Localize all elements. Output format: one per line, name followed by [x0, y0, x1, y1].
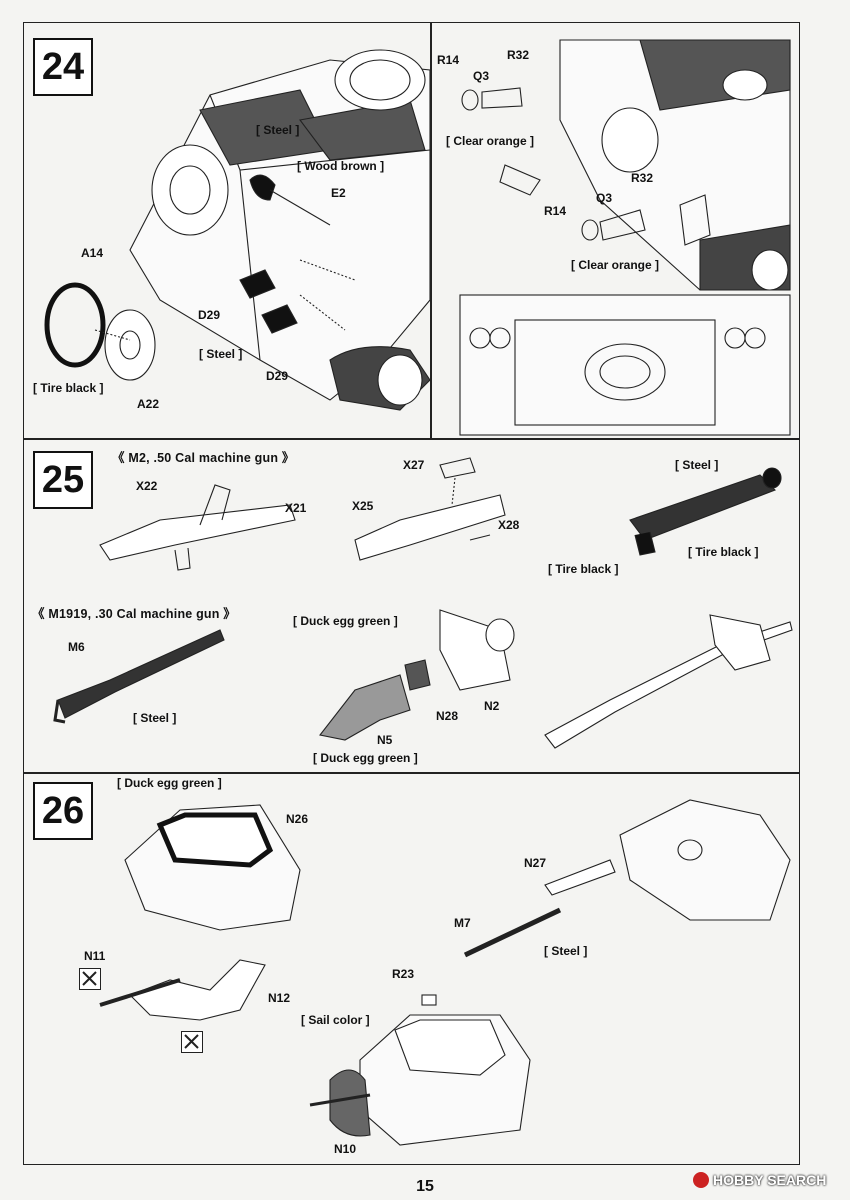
paint-callout-duck-egg-green: [ Duck egg green ]: [313, 751, 418, 765]
part-label-d29: D29: [198, 308, 221, 322]
divider-step25: [23, 772, 800, 774]
part-label-m7: M7: [454, 916, 471, 930]
part-label-x28: X28: [498, 518, 520, 532]
paint-callout-tire-black: [ Tire black ]: [548, 562, 619, 576]
part-label-n26: N26: [286, 812, 309, 826]
part-label-q3: Q3: [473, 69, 490, 83]
paint-callout-duck-egg-green: [ Duck egg green ]: [293, 614, 398, 628]
part-label-e2: E2: [331, 186, 346, 200]
part-label-n11: N11: [84, 949, 106, 963]
no-glue-icon: [79, 968, 101, 990]
part-label-x22: X22: [136, 479, 158, 493]
part-label-x27: X27: [403, 458, 425, 472]
paint-callout-sail-color: [ Sail color ]: [301, 1013, 370, 1027]
part-label-n27: N27: [524, 856, 547, 870]
part-label-x21: X21: [285, 501, 307, 515]
divider-step24-detail: [430, 22, 432, 438]
paint-callout-steel: [ Steel ]: [133, 711, 177, 725]
part-label-d29: D29: [266, 369, 289, 383]
part-label-n28: N28: [436, 709, 459, 723]
watermark-logo-icon: [693, 1172, 709, 1188]
part-label-r14: R14: [437, 53, 460, 67]
no-glue-icon: [181, 1031, 203, 1053]
page-number: 15: [416, 1178, 434, 1195]
part-label-n12: N12: [268, 991, 291, 1005]
part-label-a14: A14: [81, 246, 104, 260]
part-label-q3: Q3: [596, 191, 613, 205]
watermark: HOBBY SEARCH: [693, 1172, 826, 1188]
paint-callout-duck-egg-green: [ Duck egg green ]: [117, 776, 222, 790]
part-label-r32: R32: [631, 171, 654, 185]
paint-callout-steel: [ Steel ]: [199, 347, 243, 361]
paint-callout-steel: [ Steel ]: [544, 944, 588, 958]
part-label-m6: M6: [68, 640, 85, 654]
step-number-25: 25: [33, 451, 93, 509]
paint-callout-wood-brown: [ Wood brown ]: [297, 159, 385, 173]
divider-step24: [23, 438, 800, 440]
page-frame: [23, 22, 800, 1165]
part-label-n2: N2: [484, 699, 500, 713]
paint-callout-steel: [ Steel ]: [256, 123, 300, 137]
part-label-n5: N5: [377, 733, 393, 747]
m2-title: 《 M2, .50 Cal machine gun 》: [112, 451, 295, 465]
part-label-r14: R14: [544, 204, 567, 218]
step-number-26: 26: [33, 782, 93, 840]
paint-callout-steel: [ Steel ]: [675, 458, 719, 472]
paint-callout-tire-black: [ Tire black ]: [33, 381, 104, 395]
watermark-text: HOBBY SEARCH: [713, 1172, 827, 1188]
paint-callout-clear-orange: [ Clear orange ]: [446, 134, 535, 148]
part-label-x25: X25: [352, 499, 374, 513]
step-number-24: 24: [33, 38, 93, 96]
part-label-a22: A22: [137, 397, 160, 411]
paint-callout-tire-black: [ Tire black ]: [688, 545, 759, 559]
part-label-r32: R32: [507, 48, 530, 62]
paint-callout-clear-orange: [ Clear orange ]: [571, 258, 660, 272]
part-label-r23: R23: [392, 967, 415, 981]
part-label-n10: N10: [334, 1142, 357, 1156]
m1919-title: 《 M1919, .30 Cal machine gun 》: [32, 607, 236, 621]
